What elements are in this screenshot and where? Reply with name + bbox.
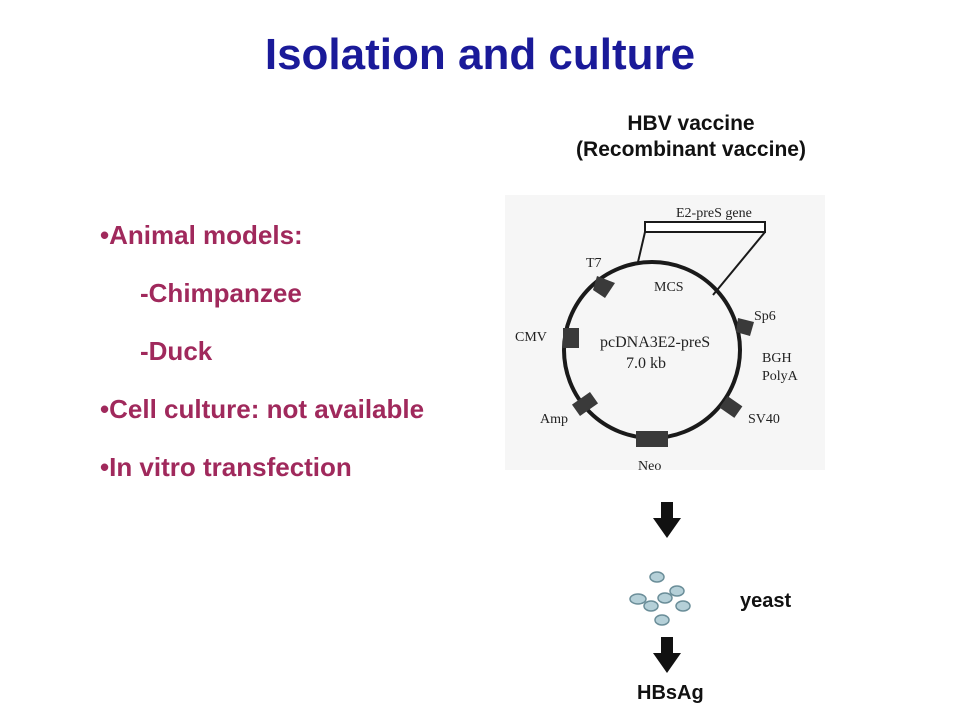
amp-marker [571, 391, 599, 417]
bullet-in-vitro: •In vitro transfection [100, 452, 352, 482]
down-arrow-to-yeast [653, 502, 681, 538]
down-arrow-to-hbsag [653, 637, 681, 673]
insert-connector-right [712, 231, 766, 296]
plasmid-size: 7.0 kb [626, 355, 666, 372]
figure-caption-line1: HBV vaccine [627, 112, 755, 135]
yeast-cells [629, 571, 691, 626]
cmv-marker [563, 328, 579, 348]
yeast-label: yeast [740, 590, 792, 612]
bullet-animal-models: •Animal models: [100, 220, 303, 250]
insert-connector-left [637, 231, 646, 263]
slide-title: Isolation and culture [264, 30, 696, 79]
bgh-label: BGH [762, 351, 792, 366]
sv40-marker [719, 396, 743, 418]
polya-label: PolyA [762, 369, 798, 384]
sv40-label: SV40 [748, 412, 780, 427]
plasmid-name: pcDNA3E2-preS [600, 334, 711, 351]
insert-bar [644, 221, 766, 233]
scan-background [505, 195, 825, 470]
mcs-label: MCS [654, 280, 684, 295]
sp6-label: Sp6 [754, 309, 776, 324]
insert-label: E2-preS gene [676, 206, 752, 221]
cmv-label: CMV [515, 330, 547, 345]
figure-caption-line2: (Recombinant vaccine) [576, 138, 806, 161]
neo-label: Neo [638, 459, 662, 474]
amp-label: Amp [540, 412, 568, 427]
bullet-cell-culture: •Cell culture: not available [100, 394, 425, 424]
bullet-duck: -Duck [140, 336, 213, 366]
sp6-marker [736, 318, 754, 336]
t7-promoter-marker [593, 276, 615, 298]
neo-marker [636, 431, 668, 447]
t7-label: T7 [586, 256, 602, 271]
product-label: HBsAg [637, 682, 704, 704]
bullet-chimpanzee: -Chimpanzee [140, 278, 302, 308]
